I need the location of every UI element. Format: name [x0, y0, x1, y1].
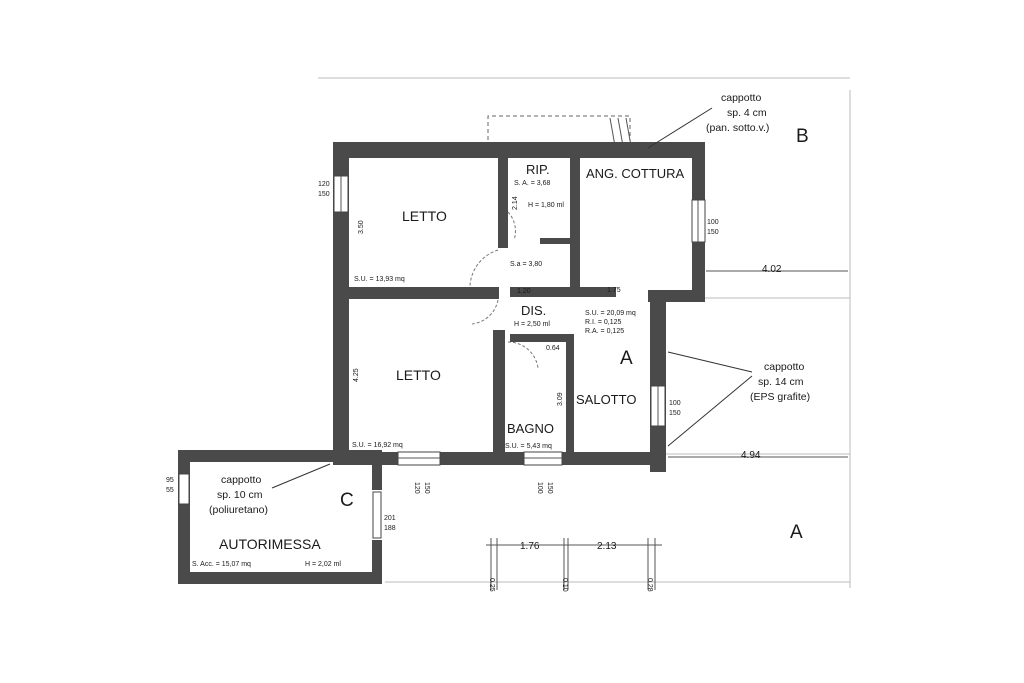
window-dim: 100 — [707, 219, 719, 226]
room-salotto: 1.75 S.U. = 20,09 mq R.I. = 0,125 R.A. =… — [576, 287, 636, 407]
window-dim: 188 — [384, 525, 396, 532]
svg-text:sp. 4 cm: sp. 4 cm — [727, 107, 767, 119]
note-cappotto-c: cappotto sp. 10 cm (poliuretano) — [209, 463, 331, 516]
window-dim: 100 — [669, 400, 681, 407]
room-label: SALOTTO — [576, 392, 636, 407]
svg-text:sp. 10 cm: sp. 10 cm — [217, 489, 263, 501]
room-letto-bottom: LETTO S.U. = 16,92 mq 4.25 — [352, 367, 441, 449]
room-letto-top: LETTO S.U. = 13,93 mq 3.50 — [354, 208, 447, 283]
room-height: H = 1,80 ml — [528, 202, 564, 209]
room-dim: 2.14 — [512, 196, 519, 210]
room-area: S.U. = 5,43 mq — [505, 443, 552, 450]
window-dims: 120 150 100 150 100 150 120 150 100 150 … — [166, 181, 719, 532]
window-dim: 150 — [318, 191, 330, 198]
dimension-lines: 4.02 4.94 1.76 2.13 0.25 0.10 0.28 — [486, 264, 848, 592]
room-sa: S.a = 3,80 — [510, 261, 542, 268]
svg-text:(EPS grafite): (EPS grafite) — [750, 391, 810, 403]
zone-label-c: C — [340, 490, 354, 511]
room-ri: R.I. = 0,125 — [585, 319, 621, 326]
room-label: DIS. — [521, 303, 546, 318]
room-dim: 3.09 — [557, 392, 564, 406]
room-area: S. Acc. = 15,07 mq — [192, 561, 251, 568]
zone-label-a: A — [790, 522, 803, 543]
svg-text:sp. 14 cm: sp. 14 cm — [758, 376, 804, 388]
note-cappotto-a: cappotto sp. 14 cm (EPS grafite) — [667, 351, 810, 447]
window-dim: 150 — [546, 482, 553, 494]
dim-label: 4.02 — [762, 264, 782, 275]
room-area: S.U. = 13,93 mq — [354, 276, 405, 283]
room-label: AUTORIMESSA — [219, 536, 321, 552]
note-cappotto-b: cappotto sp. 4 cm (pan. sotto.v.) — [647, 92, 769, 149]
room-label: ANG. COTTURA — [586, 166, 685, 181]
window-dim: 150 — [669, 410, 681, 417]
room-dim: 4.25 — [353, 368, 360, 382]
room-area: S. A. = 3,68 — [514, 180, 550, 187]
window-dim: 100 — [536, 482, 543, 494]
window-dim: 120 — [318, 181, 330, 188]
projection-outline — [487, 115, 632, 147]
windows — [178, 175, 706, 539]
zone-label: A — [620, 348, 633, 369]
room-height: H = 2,02 ml — [305, 561, 341, 568]
room-dim: 0.64 — [546, 345, 560, 352]
svg-text:cappotto: cappotto — [721, 92, 761, 104]
svg-text:cappotto: cappotto — [764, 361, 804, 373]
window-dim: 95 — [166, 477, 174, 484]
window-dim: 120 — [413, 482, 420, 494]
room-area: S.U. = 20,09 mq — [585, 310, 636, 317]
svg-text:cappotto: cappotto — [221, 474, 261, 486]
door-swings — [469, 211, 539, 369]
room-dim: 1.20 — [517, 288, 531, 295]
room-autorimessa: AUTORIMESSA S. Acc. = 15,07 mq H = 2,02 … — [192, 536, 341, 568]
room-label: BAGNO — [507, 421, 554, 436]
room-dis: S.a = 3,80 1.20 DIS. H = 2,50 ml 0.64 — [510, 261, 560, 352]
svg-text:(poliuretano): (poliuretano) — [209, 504, 268, 516]
window-dim: 150 — [707, 229, 719, 236]
room-ra: R.A. = 0,125 — [585, 328, 624, 335]
dim-label: 2.13 — [597, 541, 617, 552]
dim-label: 0.28 — [646, 578, 653, 592]
window-dim: 150 — [423, 482, 430, 494]
room-dim: 1.75 — [607, 287, 621, 294]
room-area: S.U. = 16,92 mq — [352, 442, 403, 449]
window-dim: 55 — [166, 487, 174, 494]
dim-label: 0.10 — [561, 578, 568, 592]
room-ang-cottura: ANG. COTTURA — [586, 166, 685, 181]
room-label: RIP. — [526, 162, 550, 177]
room-label: LETTO — [396, 367, 441, 383]
zone-label-b: B — [796, 126, 809, 147]
room-height: H = 2,50 ml — [514, 321, 550, 328]
room-dim: 3.50 — [358, 220, 365, 234]
window-dim: 201 — [384, 515, 396, 522]
dim-label: 0.25 — [488, 578, 495, 592]
dim-label: 4.94 — [741, 450, 761, 461]
room-label: LETTO — [402, 208, 447, 224]
svg-text:(pan. sotto.v.): (pan. sotto.v.) — [706, 122, 769, 134]
room-rip: RIP. S. A. = 3,68 H = 1,80 ml 2.14 — [512, 162, 564, 210]
dim-label: 1.76 — [520, 541, 540, 552]
room-bagno: BAGNO S.U. = 5,43 mq 3.09 — [505, 392, 564, 450]
